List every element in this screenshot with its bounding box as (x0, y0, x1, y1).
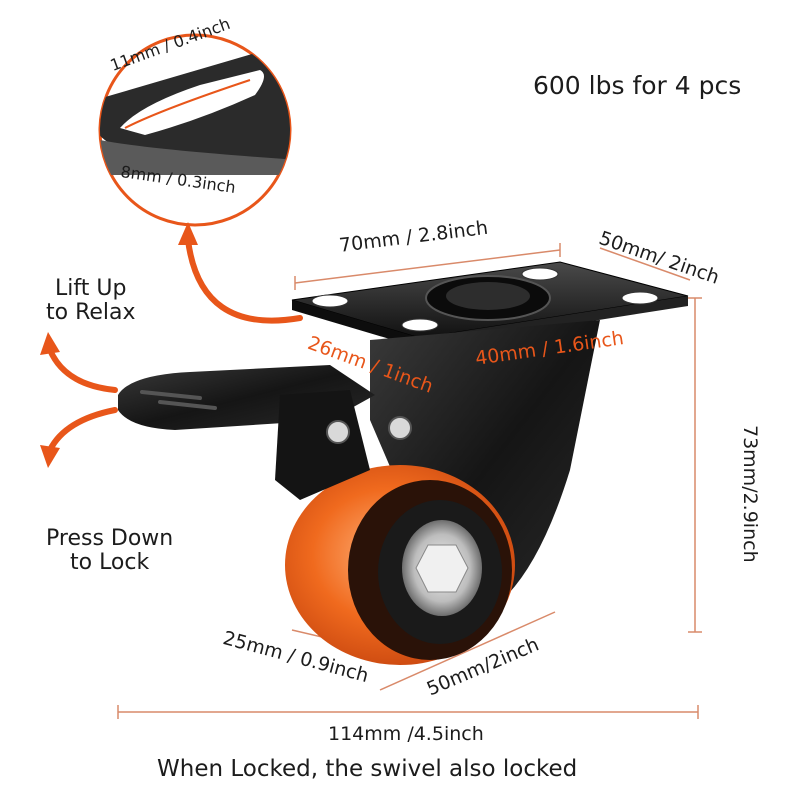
footer-caption: When Locked, the swivel also locked (157, 756, 578, 782)
total-length-label: 114mm /4.5inch (328, 723, 484, 745)
arrow-icon (185, 237, 303, 324)
brake-pedal (118, 365, 412, 500)
arrow-head-icon (178, 222, 198, 245)
arrow-up-head-icon (40, 332, 60, 355)
wheel (285, 465, 515, 665)
load-capacity-label: 600 lbs for 4 pcs (533, 71, 742, 100)
press-down-label: Press Down to Lock (46, 526, 174, 576)
lift-up-label: Lift Up to Relax (46, 276, 136, 326)
lift-arrow-icon (47, 347, 118, 453)
inset-magnifier (98, 33, 292, 227)
arrow-down-head-icon (40, 445, 60, 468)
height-label: 73mm/2.9inch (739, 425, 761, 563)
